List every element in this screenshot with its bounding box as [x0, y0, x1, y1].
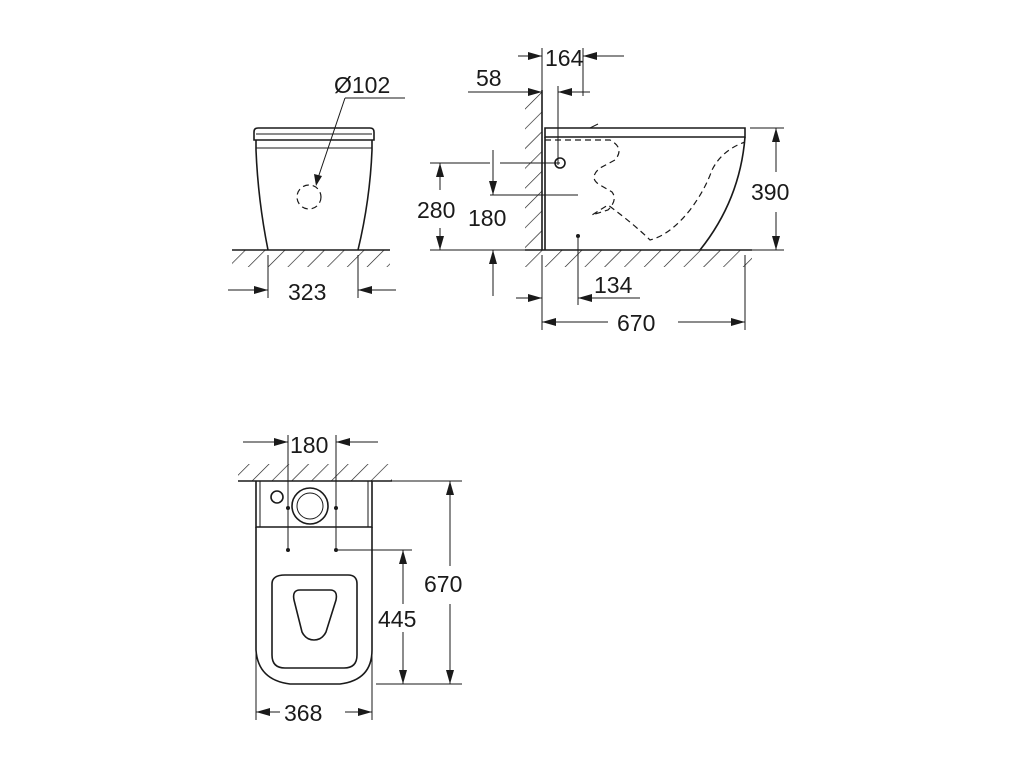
front-lid [253, 127, 375, 141]
side-670-arrow-right [731, 318, 745, 326]
top-floor-fix-left [286, 548, 290, 552]
top-445-label: 445 [378, 606, 416, 632]
side-floor-hatch [525, 250, 752, 267]
side-fixing-point [576, 234, 580, 238]
front-floor-hatch [232, 250, 390, 267]
side-390-arrow-bottom [772, 236, 780, 250]
top-368-arrow-left [256, 708, 270, 716]
side-wall-hatch [525, 90, 542, 250]
top-floor-fix-right [334, 548, 338, 552]
side-58-arrow-right [558, 88, 572, 96]
top-670-arrow-top [446, 481, 454, 495]
front-width-arrow-left [254, 286, 268, 294]
top-view: 180 670 445 368 [238, 432, 462, 726]
side-180-label: 180 [468, 205, 506, 231]
side-670-arrow-left [542, 318, 556, 326]
front-body [255, 140, 373, 251]
top-inlet-circle [270, 490, 284, 504]
side-134-arrow-right [578, 294, 592, 302]
front-diameter-label: Ø102 [334, 72, 390, 98]
top-670-label: 670 [424, 571, 462, 597]
side-670-label: 670 [617, 310, 655, 336]
side-lid-hinge [589, 123, 599, 129]
top-bowl-outline [255, 527, 373, 685]
front-diameter-leader [317, 97, 346, 179]
side-58-label: 58 [476, 65, 502, 91]
front-width-arrow-right [358, 286, 372, 294]
side-280-arrow-top [436, 163, 444, 177]
top-seat [271, 574, 358, 669]
top-368-label: 368 [284, 700, 322, 726]
top-180-arrow-right [336, 438, 350, 446]
top-outlet-inner [296, 492, 324, 520]
top-outlet-outer [291, 487, 329, 525]
side-164-arrow-left [528, 52, 542, 60]
top-445-arrow-bottom [399, 670, 407, 684]
side-view: 164 58 390 280 180 [417, 45, 789, 336]
top-bowl-opening [292, 589, 338, 641]
side-trap-dashed [545, 139, 746, 241]
side-58-arrow [528, 88, 542, 96]
top-445-arrow-top [399, 550, 407, 564]
side-134-label: 134 [594, 272, 633, 298]
side-180-arrow-bottom [489, 250, 497, 264]
top-368-arrow-right [358, 708, 372, 716]
front-view: Ø102 323 [228, 72, 405, 305]
side-390-label: 390 [751, 179, 789, 205]
side-280-arrow-bottom [436, 236, 444, 250]
front-width-label: 323 [288, 279, 326, 305]
side-164-label: 164 [545, 45, 584, 71]
side-280-label: 280 [417, 197, 455, 223]
front-diameter-arrow [314, 174, 322, 186]
top-wall-hatch [238, 464, 392, 481]
top-180-arrow-left [274, 438, 288, 446]
side-164-arrow-right [583, 52, 597, 60]
side-lid [544, 127, 746, 138]
top-180-label: 180 [290, 432, 328, 458]
side-180-arrow-top [489, 181, 497, 195]
side-134-arrow-left [528, 294, 542, 302]
side-bowl [544, 136, 746, 251]
top-670-arrow-bottom [446, 670, 454, 684]
side-390-arrow-top [772, 128, 780, 142]
front-outlet-circle [296, 184, 322, 210]
top-tank [255, 481, 373, 528]
